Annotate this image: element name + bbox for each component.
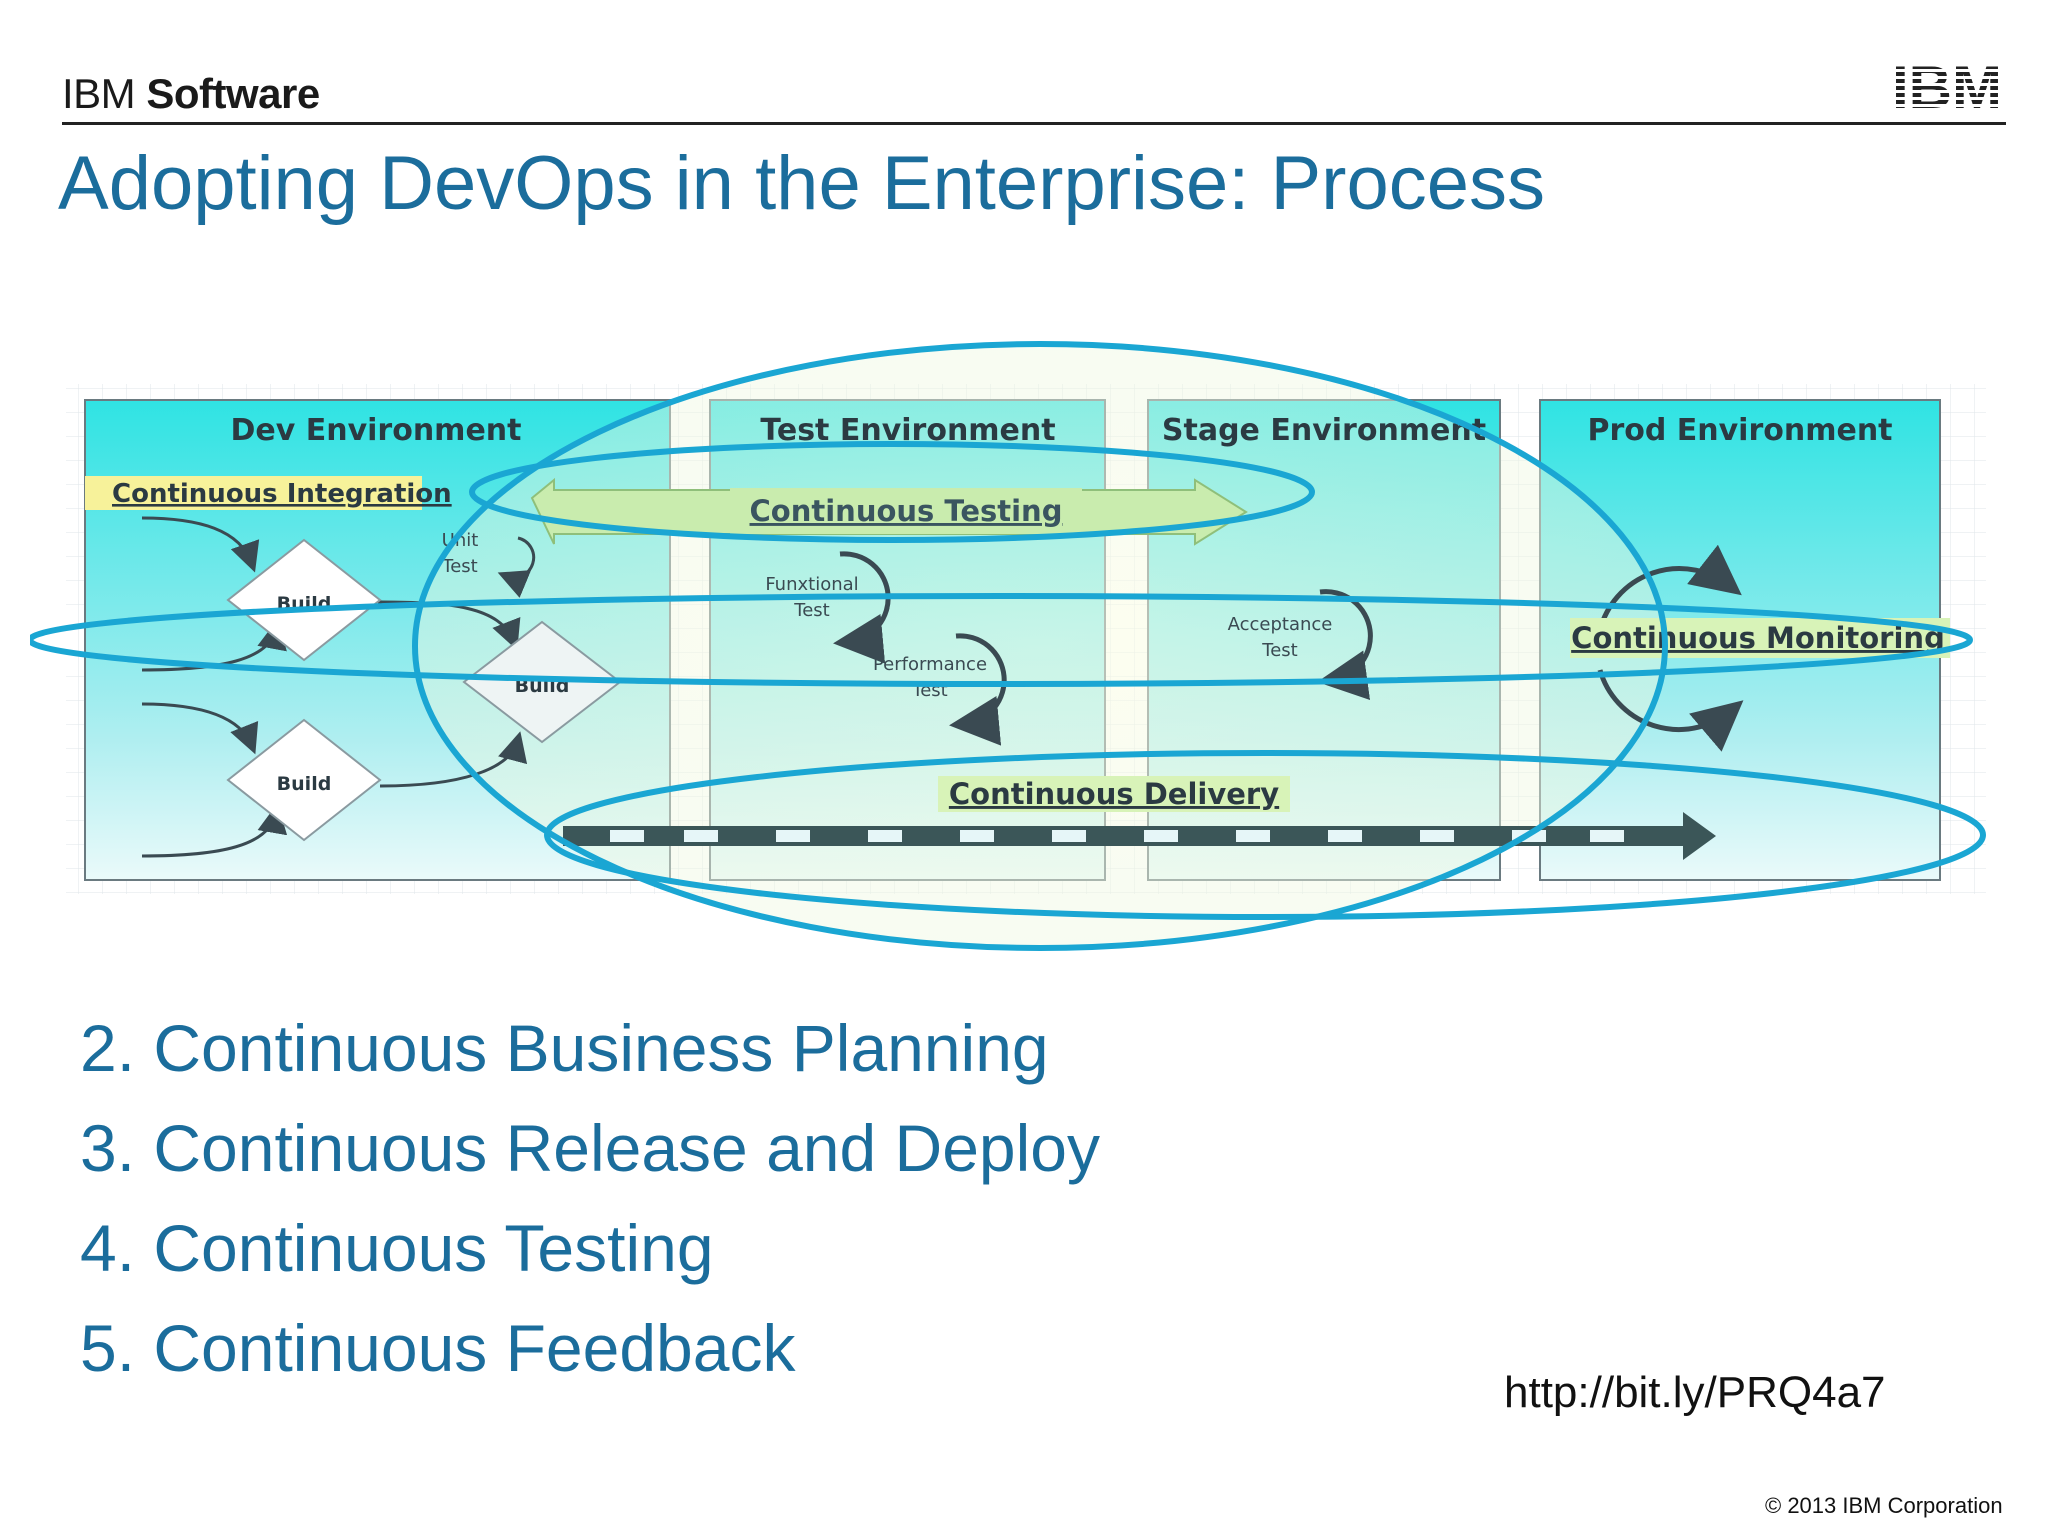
build-diamond (462, 620, 622, 744)
monitoring-cycle-bottom-icon (1597, 669, 1744, 752)
delivery-arrow-head (1683, 812, 1716, 860)
build-label: Build (277, 773, 332, 795)
performance-test-cycle-icon (949, 633, 1007, 746)
delivery-highlight (938, 776, 1290, 812)
monitoring-ellipse (30, 593, 1973, 687)
unit-test-cycle-icon (497, 536, 536, 598)
acceptance-test-label-line1: Acceptance (1228, 614, 1333, 635)
flow-curve (141, 803, 288, 858)
list-item: 5. Continuous Feedback (80, 1311, 796, 1385)
acceptance-test-label-line2: Test (1261, 640, 1297, 661)
stage-environment-label: Stage Environment (1162, 413, 1486, 448)
flow-curve (377, 600, 521, 651)
delivery-pipeline-bar (563, 826, 1683, 846)
page-title: Adopting DevOps in the Enterprise: Proce… (58, 141, 1545, 226)
ibm-logo-icon: IBM (1892, 58, 2002, 110)
list-item: 4. Continuous Testing (80, 1211, 714, 1285)
devops-process-diagram: Dev Environment Test Environment Stage E… (30, 341, 1986, 951)
testing-ellipse (469, 441, 1315, 543)
process-ellipses (30, 341, 1986, 951)
build-diamond (226, 718, 382, 842)
continuous-delivery-label: Continuous Delivery (949, 777, 1279, 811)
prod-environment-label: Prod Environment (1587, 413, 1892, 448)
ci-highlight (85, 476, 422, 510)
logo-text: IBM (1892, 58, 2002, 110)
brand-name: Software (146, 70, 320, 117)
continuous-monitoring-label: Continuous Monitoring (1571, 621, 1945, 655)
continuous-testing-label: Continuous Testing (750, 494, 1063, 528)
brand-title: IBM Software (62, 70, 320, 118)
build-diamond (226, 538, 382, 662)
big-process-ellipse (412, 341, 1668, 951)
reference-link[interactable]: http://bit.ly/PRQ4a7 (1504, 1368, 1886, 1417)
dev-environment-label: Dev Environment (230, 413, 521, 448)
functional-test-label-line1: Funxtional (765, 574, 858, 595)
delivery-ellipse (544, 750, 1986, 920)
list-item: 3. Continuous Release and Deploy (80, 1111, 1101, 1185)
flow-curve (141, 516, 260, 573)
header-divider (62, 122, 2006, 125)
unit-test-label-line2: Test (441, 556, 477, 577)
continuous-integration-label: Continuous Integration (112, 479, 452, 509)
functional-test-label-line2: Test (793, 600, 829, 621)
copyright-text: © 2013 IBM Corporation (1765, 1493, 2003, 1518)
process-list: 2. Continuous Business Planning 3. Conti… (80, 1008, 1100, 1408)
brand-prefix: IBM (62, 70, 136, 117)
performance-test-label-line1: Performance (873, 654, 987, 675)
flow-curve (141, 702, 259, 755)
acceptance-test-cycle-icon (1317, 589, 1373, 700)
list-item: 2. Continuous Business Planning (80, 1011, 1049, 1085)
monitoring-cycle-top-icon (1597, 544, 1742, 631)
delivery-pipeline-segments (610, 830, 1624, 842)
testing-label-bg (730, 488, 1082, 534)
flow-curve (141, 619, 287, 672)
